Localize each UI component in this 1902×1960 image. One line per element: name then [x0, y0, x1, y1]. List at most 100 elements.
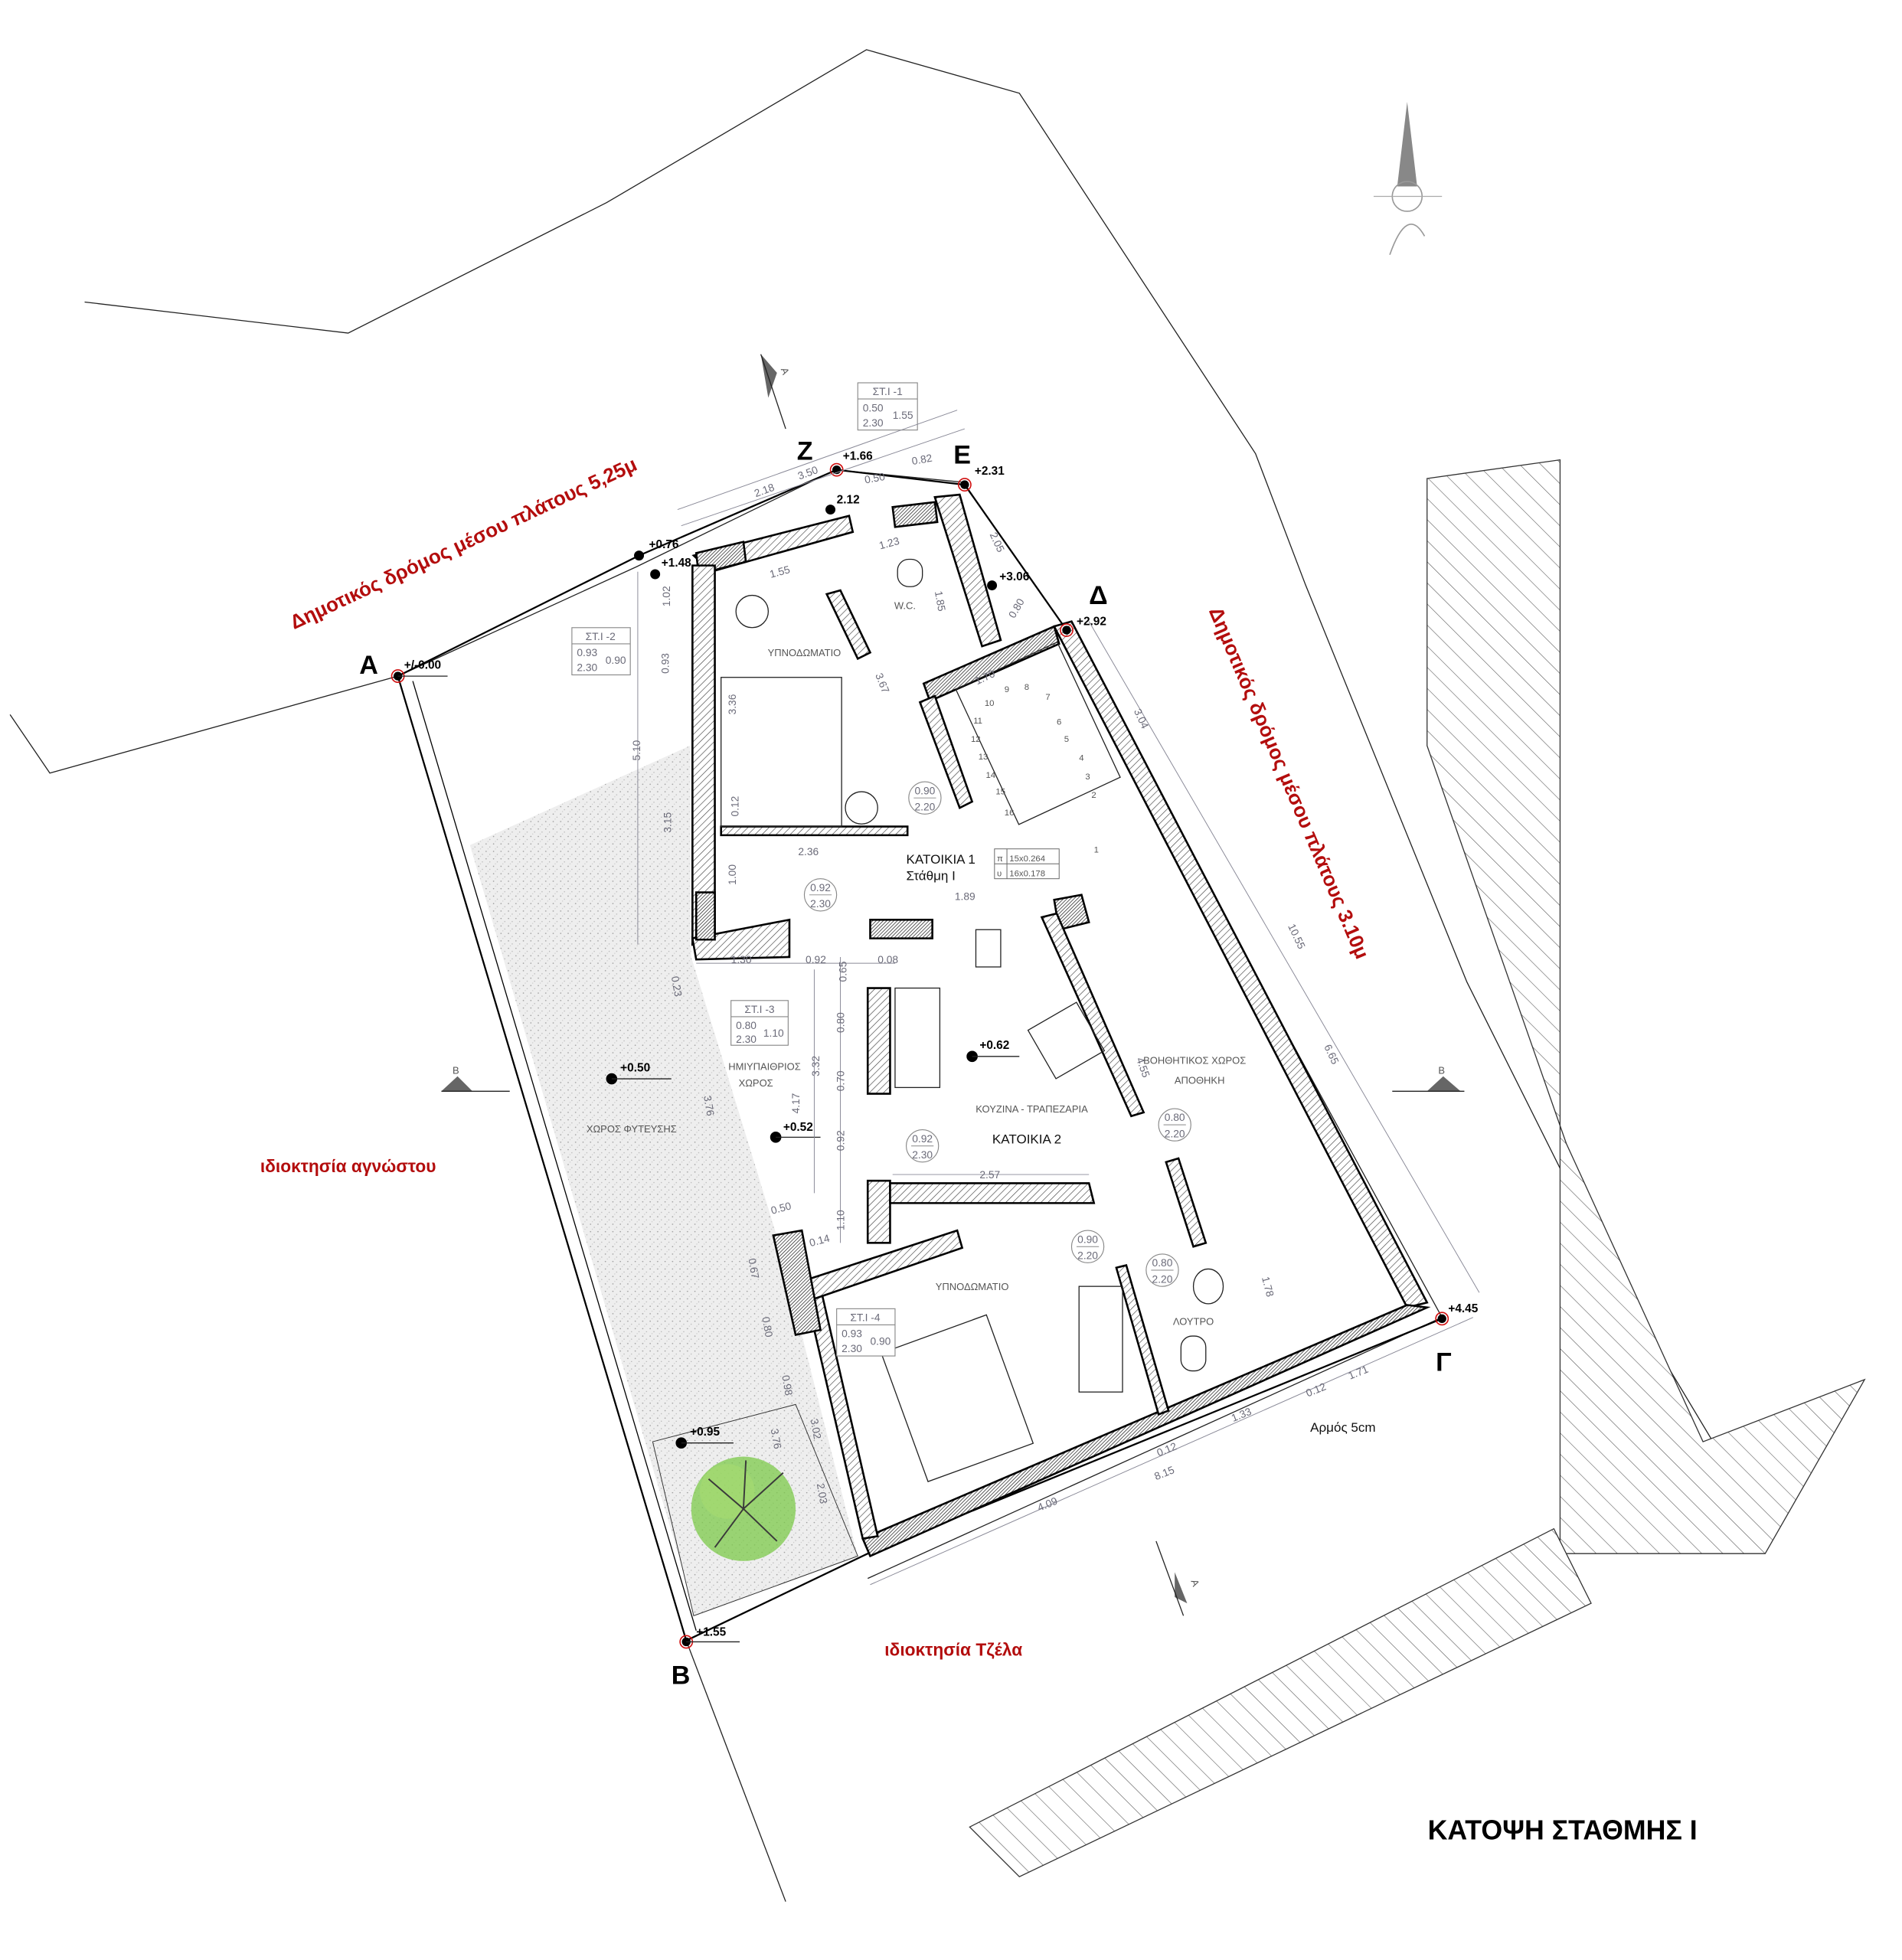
svg-text:0.90: 0.90	[1077, 1233, 1098, 1245]
svg-text:1: 1	[1094, 846, 1099, 855]
elevation-marker: +1.48	[650, 557, 691, 580]
svg-text:1.02: 1.02	[661, 586, 672, 606]
corner-g: Γ	[1436, 1348, 1451, 1377]
svg-text:10: 10	[985, 699, 995, 708]
svg-text:2.30: 2.30	[810, 898, 831, 910]
door-tag: 0.802.20	[1145, 1253, 1179, 1287]
svg-text:2.30: 2.30	[842, 1343, 862, 1354]
svg-text:ΣΤ.Ι -1: ΣΤ.Ι -1	[873, 386, 903, 397]
svg-text:2.57: 2.57	[979, 1169, 1000, 1181]
elevation-marker: +1.55	[679, 1625, 740, 1649]
svg-text:0.90: 0.90	[914, 785, 935, 796]
svg-text:1.89: 1.89	[955, 890, 976, 902]
kitchen-hob	[975, 929, 1002, 968]
svg-text:2.20: 2.20	[1077, 1250, 1098, 1261]
door-tag: 0.922.30	[803, 878, 838, 912]
svg-text:4.09: 4.09	[1036, 1495, 1060, 1514]
section-marker-a-top: A	[760, 354, 792, 430]
svg-text:0.93: 0.93	[842, 1328, 862, 1340]
corner-b: B	[672, 1661, 691, 1690]
svg-text:3.15: 3.15	[662, 812, 674, 832]
property-label-west: ιδιοκτησία αγνώστου	[260, 1156, 436, 1176]
svg-text:1.55: 1.55	[769, 564, 792, 580]
svg-text:0.12: 0.12	[1304, 1380, 1327, 1399]
svg-text:4: 4	[1079, 753, 1083, 763]
bath-toilet	[1180, 1335, 1207, 1372]
north-arrow-icon	[1373, 102, 1443, 256]
svg-text:0.93: 0.93	[577, 647, 597, 658]
svg-text:π: π	[997, 854, 1003, 864]
svg-text:1.00: 1.00	[727, 864, 738, 885]
elevation-marker: +4.45	[1435, 1302, 1479, 1326]
svg-text:1.55: 1.55	[893, 410, 913, 421]
svg-text:16: 16	[1005, 808, 1015, 818]
svg-text:2: 2	[1091, 791, 1096, 800]
corner-e: E	[953, 441, 971, 470]
section-marker-b-left: B	[441, 1065, 510, 1092]
svg-text:ΑΠΟΘΗΚΗ: ΑΠΟΘΗΚΗ	[1175, 1075, 1225, 1086]
corner-a: A	[359, 651, 378, 680]
svg-text:0.82: 0.82	[911, 452, 933, 467]
svg-text:3.02: 3.02	[809, 1418, 823, 1440]
svg-text:5.10: 5.10	[631, 740, 642, 760]
bed-2	[881, 1314, 1034, 1482]
window-tag: ΣΤ.Ι -2 0.932.300.90	[571, 627, 631, 676]
svg-text:0.67: 0.67	[746, 1257, 760, 1279]
svg-text:0.50: 0.50	[864, 471, 886, 485]
section-marker-a-bottom: A	[1155, 1540, 1202, 1616]
elevation-marker: +3.06	[987, 570, 1030, 591]
svg-text:8: 8	[1025, 683, 1029, 692]
svg-text:3.76: 3.76	[769, 1428, 783, 1450]
svg-text:ΣΤ.Ι -3: ΣΤ.Ι -3	[744, 1004, 774, 1015]
svg-text:+/-0.00: +/-0.00	[404, 658, 441, 671]
svg-text:7: 7	[1045, 693, 1050, 702]
elevation-marker: +0.95	[675, 1426, 734, 1449]
svg-text:υ: υ	[997, 869, 1002, 878]
svg-text:0.80: 0.80	[1006, 596, 1027, 620]
bed-1	[721, 677, 842, 828]
svg-text:+3.06: +3.06	[999, 570, 1029, 583]
svg-text:6.65: 6.65	[1322, 1043, 1341, 1067]
tree-icon	[691, 1456, 796, 1561]
svg-text:ΚΑΤΟΙΚΙΑ 2: ΚΑΤΟΙΚΙΑ 2	[992, 1132, 1061, 1146]
svg-text:ΥΠΝΟΔΩΜΑΤΙΟ: ΥΠΝΟΔΩΜΑΤΙΟ	[936, 1281, 1009, 1292]
svg-text:3.32: 3.32	[810, 1056, 822, 1076]
svg-text:2.30: 2.30	[912, 1149, 933, 1161]
room-labels: ΥΠΝΟΔΩΜΑΤΙΟ W.C. ΚΑΤΟΙΚΙΑ 1 Στάθμη Ι ΗΜΙ…	[587, 599, 1246, 1327]
svg-text:16x0.178: 16x0.178	[1009, 869, 1045, 878]
svg-text:+1.66: +1.66	[843, 450, 873, 463]
svg-text:+0.62: +0.62	[979, 1039, 1009, 1052]
drawing-title: ΚΑΤΟΨΗ ΣΤΑΘΜΗΣ Ι	[1428, 1815, 1698, 1846]
svg-text:ΒΟΗΘΗΤΙΚΟΣ ΧΩΡΟΣ: ΒΟΗΘΗΤΙΚΟΣ ΧΩΡΟΣ	[1143, 1055, 1246, 1067]
elevation-marker: +0.52	[770, 1121, 821, 1143]
dimension-lines	[637, 410, 1480, 1586]
svg-text:ΗΜΙΥΠΑΙΘΡΙΟΣ: ΗΜΙΥΠΑΙΘΡΙΟΣ	[728, 1061, 801, 1073]
svg-text:2.05: 2.05	[988, 531, 1007, 554]
svg-text:ΚΟΥΖΙΝΑ - ΤΡΑΠΕΖΑΡΙΑ: ΚΟΥΖΙΝΑ - ΤΡΑΠΕΖΑΡΙΑ	[976, 1103, 1088, 1115]
plot-line-a-b-inner	[412, 681, 697, 1632]
plot-line-b-g	[685, 1318, 1443, 1642]
svg-text:2.36: 2.36	[798, 846, 819, 858]
svg-text:ΣΤ.Ι -2: ΣΤ.Ι -2	[586, 631, 616, 642]
neighbour-hatch-south	[969, 1527, 1592, 1878]
svg-text:1.85: 1.85	[933, 590, 947, 612]
stair-outline	[955, 641, 1121, 825]
svg-text:W.C.: W.C.	[894, 599, 916, 611]
svg-text:B: B	[1438, 1065, 1445, 1076]
svg-text:2.18: 2.18	[753, 482, 776, 499]
planting-area	[469, 746, 858, 1616]
svg-text:0.80: 0.80	[1165, 1112, 1185, 1123]
svg-text:0.92: 0.92	[912, 1133, 933, 1145]
neighbour-hatch-east	[1426, 459, 1866, 1554]
kitchen-counter	[894, 987, 941, 1089]
svg-text:0.12: 0.12	[1155, 1440, 1178, 1459]
svg-text:0.50: 0.50	[863, 402, 884, 413]
property-label-south: ιδιοκτησία Τζέλα	[884, 1639, 1022, 1659]
svg-text:15: 15	[995, 787, 1005, 796]
window-tag: ΣΤ.Ι -4 0.932.300.90	[836, 1308, 896, 1357]
svg-text:ΧΩΡΟΣ ΦΥΤΕΥΣΗΣ: ΧΩΡΟΣ ΦΥΤΕΥΣΗΣ	[587, 1123, 677, 1135]
elevation-marker: +/-0.00	[391, 658, 448, 684]
svg-text:11: 11	[973, 717, 982, 726]
svg-text:14: 14	[985, 771, 995, 780]
svg-text:13: 13	[979, 753, 989, 762]
